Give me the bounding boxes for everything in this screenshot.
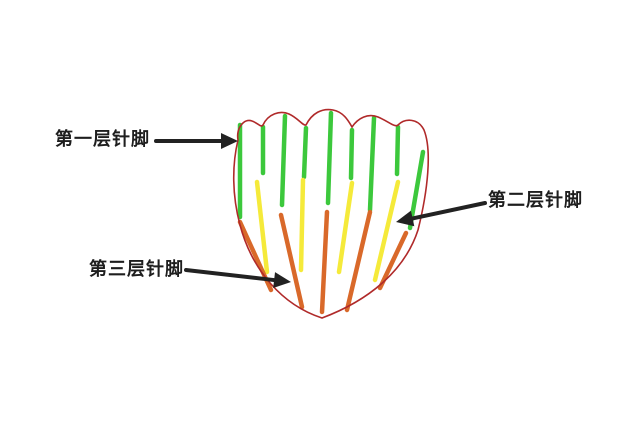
layer3-stitch-3 — [319, 209, 330, 315]
layer2-stitch-2 — [298, 177, 306, 273]
layer1-stitches — [237, 110, 426, 231]
petal-outline — [232, 108, 430, 319]
layer3-arrow-shaft — [184, 268, 277, 283]
layer3-stitch-4 — [344, 209, 373, 313]
layer1-stitch-8 — [394, 124, 401, 177]
layer2-stitch-3 — [336, 180, 355, 275]
layer1-stitch-7 — [367, 115, 377, 213]
label-layer1-stitches: 第一层针脚 — [55, 129, 150, 150]
label-layer2-stitches: 第二层针脚 — [488, 190, 583, 211]
layer2-stitch-1 — [254, 179, 270, 275]
layer2-stitch-4 — [372, 179, 401, 283]
layer2-arrow-shaft — [410, 201, 487, 221]
layer1-stitch-6 — [348, 127, 355, 181]
layer1-stitch-3 — [279, 113, 288, 208]
layer3-stitch-2 — [278, 212, 305, 310]
pointer-arrows — [154, 133, 487, 289]
layer3-stitches — [237, 209, 409, 315]
layer2-arrow-head-icon — [396, 210, 415, 227]
label-layer3-stitches: 第三层针脚 — [89, 259, 184, 280]
layer1-stitch-5 — [325, 110, 334, 206]
layer1-stitch-4 — [301, 125, 309, 180]
layer1-stitch-9 — [407, 149, 426, 231]
layer2-stitches — [254, 177, 401, 283]
layer1-arrow-head-icon — [221, 133, 238, 149]
layer3-arrow-head-icon — [273, 272, 291, 289]
layer3-stitch-5 — [377, 230, 409, 291]
